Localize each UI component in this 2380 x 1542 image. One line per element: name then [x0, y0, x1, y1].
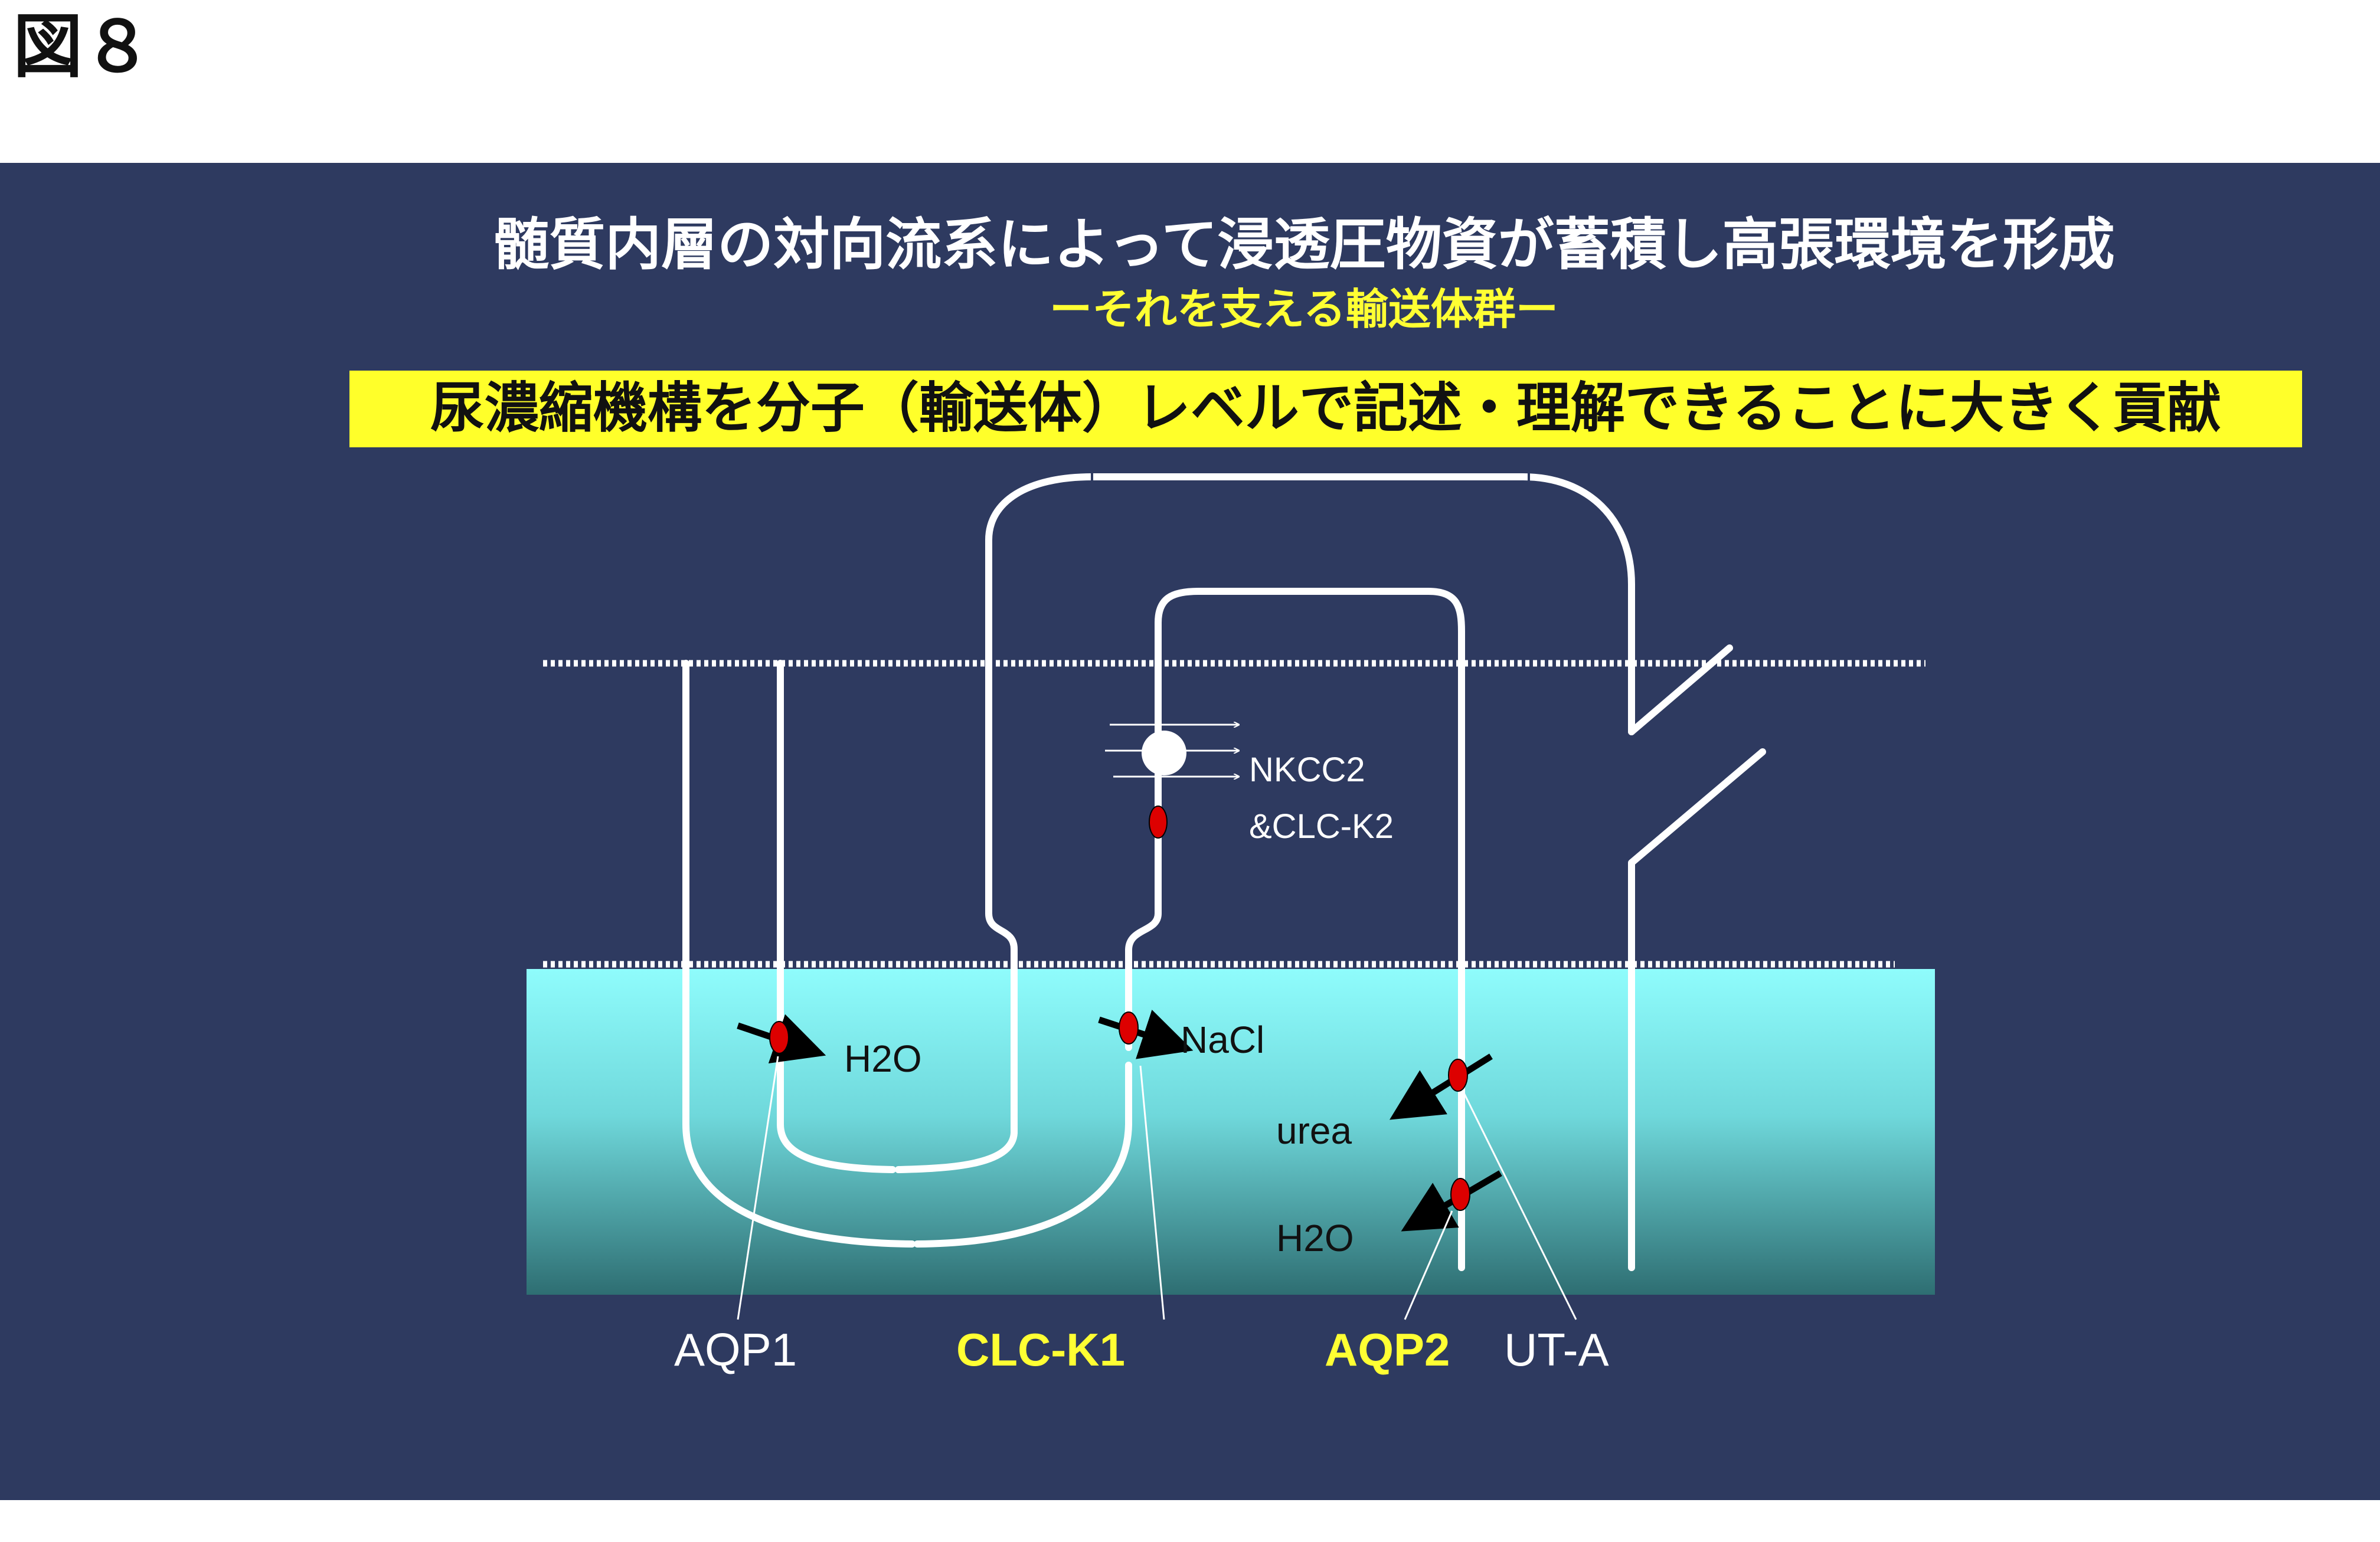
long-loop-outer-wall [682, 660, 916, 1248]
collecting-duct-branch [1628, 748, 1766, 1271]
long-loop-outer-wall-right [914, 1062, 1132, 1248]
clck2-transporter [1149, 806, 1168, 839]
thick-ascending-outer-wall [985, 473, 1635, 967]
clck1-leader-line [1139, 1065, 1165, 1320]
clck1-transporter [1119, 1011, 1139, 1045]
aqp2-transporter [1450, 1178, 1470, 1211]
uta-label: UT-A [1504, 1324, 1609, 1376]
urea-flux-arrow [1390, 1053, 1493, 1120]
thick-ascending-inner-wall [1125, 588, 1465, 1271]
long-loop-inner-wall [777, 660, 896, 1173]
uta-leader-line [1462, 1090, 1577, 1320]
long-loop-inner-wall-right [895, 960, 1018, 1173]
h2o-label-right: H2O [1276, 1217, 1354, 1259]
aqp1-transporter [769, 1021, 789, 1054]
slide-title: 髄質内層の対向流系によって浸透圧物資が蓄積し高張環境を形成 [493, 212, 2115, 277]
uta-transporter [1448, 1059, 1468, 1092]
aqp1-leader-line [737, 1056, 779, 1320]
nkcc2-label-line1: NKCC2 [1249, 751, 1365, 789]
aqp2-leader-line [1404, 1210, 1453, 1320]
nkcc2-label-line2: &CLC-K2 [1249, 807, 1394, 846]
banner-text: 尿濃縮機構を分子（輸送体）レベルで記述・理解できることに大きく貢献 [430, 377, 2222, 440]
nkcc2-transporter [1142, 731, 1186, 775]
aqp2-label: AQP2 [1325, 1324, 1450, 1376]
slide-subtitle: ーそれを支える輸送体群ー [1050, 284, 1558, 334]
clck1-label: CLC-K1 [956, 1324, 1125, 1376]
figure-label: 図８ [13, 6, 153, 87]
urea-label: urea [1276, 1109, 1352, 1152]
highlight-banner [349, 371, 2302, 447]
collecting-duct-upper [1628, 644, 1733, 735]
h2o-label-left: H2O [844, 1037, 922, 1080]
nacl-label: NaCl [1181, 1019, 1264, 1061]
inner-medulla-region [527, 969, 1935, 1295]
aqp1-label: AQP1 [674, 1324, 797, 1376]
